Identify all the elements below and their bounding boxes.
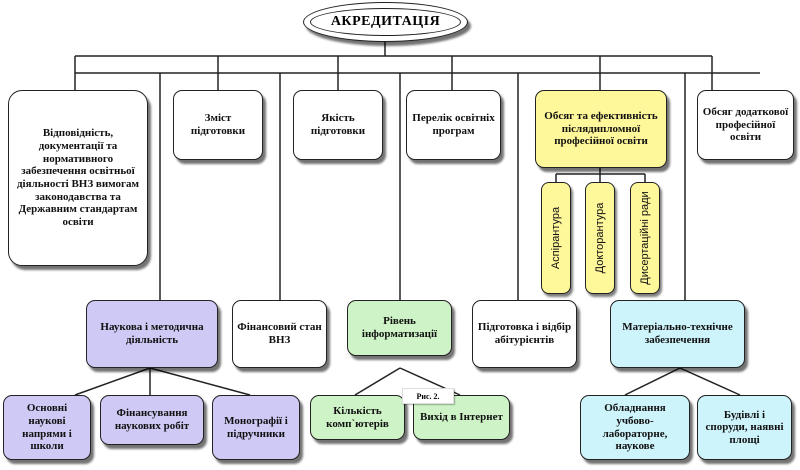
box-postgraduate-education: Обсяг та ефективність післядипломної про…: [535, 90, 667, 168]
box-buildings: Будівлі і споруди, наявні площі: [697, 395, 792, 460]
box-research-schools: Основні наукові напрями і школи: [3, 395, 91, 460]
box-research-funding: Фінансування наукових робіт: [100, 395, 204, 445]
box-educational-programs: Перелік освітніх програм: [406, 90, 501, 160]
box-dissertation-councils: Дисертаційні ради: [630, 182, 660, 294]
box-informatization: Рівень інформатизації: [347, 300, 452, 356]
dissertation-councils-label: Дисертаційні ради: [639, 191, 651, 285]
box-additional-education: Обсяг додаткової професійної освіти: [697, 90, 794, 160]
box-postgraduate-studies: Аспірантура: [541, 182, 571, 294]
box-training-content: Зміст підготовки: [173, 90, 263, 160]
accreditation-title: АКРЕДИТАЦІЯ: [303, 2, 468, 42]
box-material-base: Матеріально-технічне забезпечення: [610, 300, 745, 368]
box-computer-count: Кількість комп`ютерів: [310, 395, 405, 440]
postgraduate-studies-label: Аспірантура: [550, 206, 562, 270]
figure-caption: Рис. 2.: [402, 388, 454, 404]
box-applicants: Підготовка і відбір абітурієнтів: [472, 300, 577, 368]
box-training-quality: Якість підготовки: [293, 90, 383, 160]
box-doctoral-studies: Докторантура: [585, 182, 615, 294]
box-compliance: Відповідність, документації та нормативн…: [8, 90, 148, 266]
box-monographs: Монографії і підручники: [212, 395, 300, 460]
box-lab-equipment: Обладнання учбово-лабораторне, наукове: [580, 395, 690, 460]
box-financial-state: Фінансовий стан ВНЗ: [232, 300, 327, 368]
doctoral-studies-label: Докторантура: [594, 202, 606, 274]
box-scientific-activity: Наукова і методична діяльність: [86, 300, 218, 368]
